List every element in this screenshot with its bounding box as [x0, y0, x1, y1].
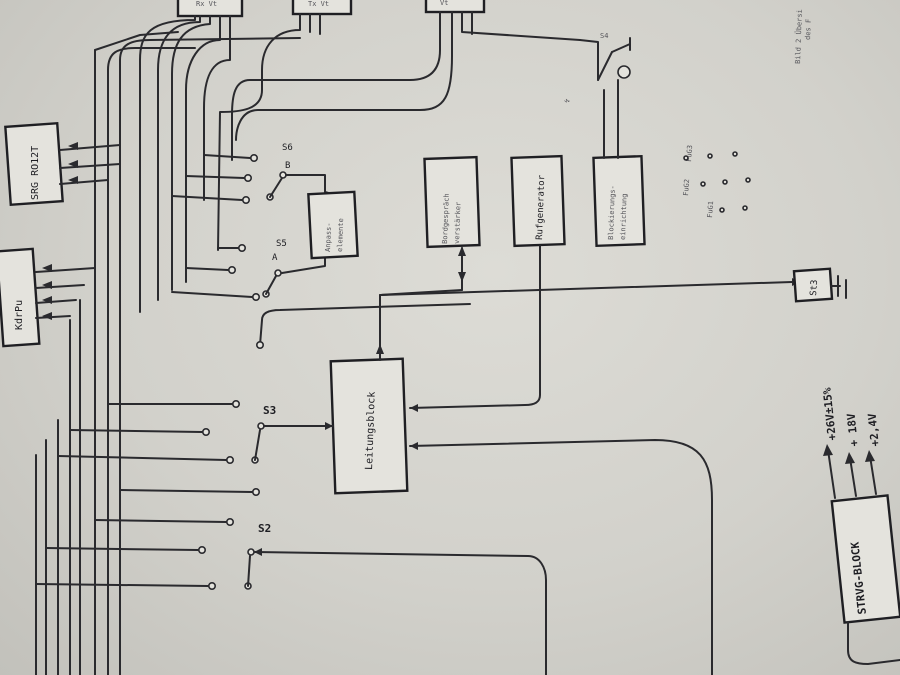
voltage-26v-label: +26V±15% [820, 387, 839, 441]
svg-text:Rx Vt: Rx Vt [196, 0, 217, 8]
corner-caption: Bild 2 Übersi des F [793, 9, 813, 64]
s4-switch: S4 ↯ [563, 32, 631, 159]
svg-text:Tx Vt: Tx Vt [308, 0, 329, 8]
fug2-label: FuG2 [682, 179, 691, 196]
rufgenerator-label: Rufgenerator [535, 174, 547, 240]
left-vertical-bus [35, 31, 301, 675]
s2-switch-group: S2 [35, 517, 547, 675]
caption-line1: Bild 2 Übersi [793, 9, 804, 64]
fug-indicators: FuG1 FuG2 FuG3 [682, 145, 751, 218]
top-connector-right: Vt [424, 0, 486, 14]
blockierung-block: Blockierungs- einrichtung [592, 154, 646, 248]
st3-connector: St3 [792, 267, 847, 303]
rufgenerator-block: Rufgenerator [510, 154, 566, 248]
s3-switch-group: S3 [57, 399, 334, 496]
kdrpu-connector: KdrPu [0, 247, 41, 348]
position-a-label: A [272, 253, 278, 263]
s5-s6-switch-group: S5 S6 B A [171, 143, 333, 301]
switch-s5-label: S5 [276, 239, 287, 249]
bord-line2: verstärker [453, 202, 462, 244]
srg-connector: SRG RO12T [4, 122, 64, 206]
caption-line2: des F [804, 19, 813, 40]
bord-line1: Bordgespräch [441, 193, 451, 244]
voltage-24v-label: +2,4V [866, 412, 882, 447]
switch-s2-label: S2 [258, 522, 271, 535]
bordgespraech-block: Bordgespräch verstärker [423, 155, 481, 249]
anpass-line2: elemente [336, 218, 345, 252]
position-b-label: B [285, 161, 290, 171]
svg-text:↯: ↯ [563, 97, 572, 105]
left-connector-arrows [35, 142, 121, 320]
return-wire [409, 439, 713, 675]
block-line1: Blockierungs- [607, 185, 617, 240]
voltage-18v-label: + 18V [845, 412, 861, 447]
switch-s6-label: S6 [282, 143, 293, 153]
block-line2: einrichtung [619, 193, 629, 240]
top-bus-wires [139, 11, 581, 313]
leitungsblock: Leitungsblock [329, 357, 409, 495]
leitungsblock-label: Leitungsblock [364, 391, 378, 470]
switch-s4-label: S4 [600, 32, 608, 40]
anpass-line1: Anpass- [324, 222, 333, 252]
srg-label: SRG RO12T [30, 146, 41, 200]
rufgenerator-wire [409, 245, 541, 412]
fug1-label: FuG1 [706, 201, 715, 218]
stromversorgung-block: STRVG-BLOCK +26V±15% + 18V +2,4V [820, 387, 900, 665]
fug3-label: FuG3 [685, 145, 694, 162]
top-connector-left: Rx Vt [176, 0, 244, 18]
svg-text:Vt: Vt [440, 0, 448, 7]
anpasselemente-block: Anpass- elemente [307, 190, 359, 260]
st3-label: St3 [809, 279, 820, 296]
top-connector-middle: Tx Vt [291, 0, 353, 16]
kdrpu-label: KdrPu [14, 300, 25, 330]
leitungsblock-upper-wires [255, 246, 800, 361]
switch-s3-label: S3 [263, 404, 276, 417]
